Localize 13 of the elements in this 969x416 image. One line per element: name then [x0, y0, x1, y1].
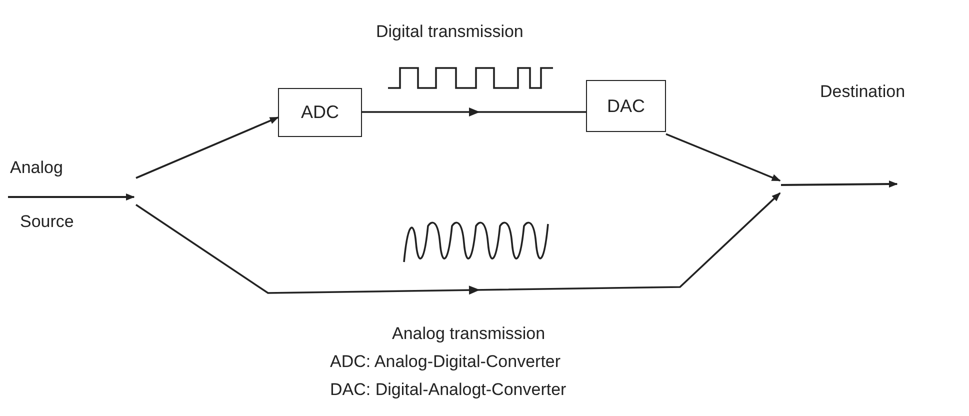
caption: Digital transmission	[376, 22, 524, 42]
arrow	[136, 116, 279, 179]
process-box: DAC	[586, 80, 666, 132]
legend-text: ADC: Analog-Digital-Converter	[330, 352, 561, 372]
arrow	[666, 133, 781, 182]
process-box: ADC	[278, 88, 362, 137]
caption: Analog transmission	[392, 324, 546, 344]
arrow	[136, 192, 781, 295]
node-text: Source	[20, 212, 74, 232]
legend-text: DAC: Digital-Analogt-Converter	[330, 380, 566, 400]
node-text: Destination	[820, 82, 906, 102]
node-text: Analog	[10, 158, 63, 178]
arrow	[362, 108, 586, 116]
